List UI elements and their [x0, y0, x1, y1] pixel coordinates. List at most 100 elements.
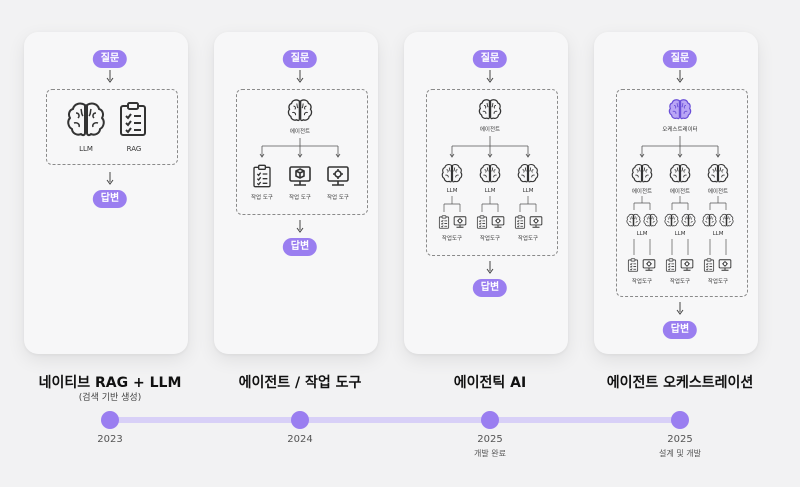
brain-icon: [707, 163, 729, 183]
answer-pill: 답변: [472, 279, 508, 297]
question-pill: 질문: [662, 50, 698, 68]
tool-label: 작업도구: [631, 279, 653, 285]
orchestrator-brain-icon: [668, 99, 692, 120]
clipboard-icon: [703, 258, 715, 272]
down-arrow: [106, 70, 114, 83]
era-card-3: [404, 32, 568, 354]
tool-label: 작업도구: [669, 279, 691, 285]
timeline-year: 2023: [97, 434, 123, 445]
gear-icon: [529, 216, 543, 228]
brain-icon: [719, 213, 734, 227]
box-icon: [289, 166, 311, 186]
question-pill: 질문: [92, 50, 128, 68]
timeline-dot: [671, 411, 689, 429]
clipboard-icon: [514, 215, 526, 229]
brain-icon: [478, 99, 502, 120]
gear-icon: [453, 216, 467, 228]
gear-icon: [491, 216, 505, 228]
answer-pill: 답변: [92, 190, 128, 208]
llm-label: LLM: [636, 231, 648, 237]
brain-icon: [517, 163, 539, 183]
gear-icon: [642, 259, 656, 271]
answer-pill: 답변: [662, 321, 698, 339]
gear-icon: [680, 259, 694, 271]
clipboard-icon: [627, 258, 639, 272]
brain-icon: [67, 102, 105, 137]
question-pill: 질문: [282, 50, 318, 68]
brain-icon: [643, 213, 658, 227]
era-title: 에이전트 / 작업 도구: [238, 375, 362, 391]
down-arrow: [676, 70, 684, 83]
timeline-track: [110, 417, 680, 423]
timeline-dot: [481, 411, 499, 429]
timeline-year: 2024: [287, 434, 313, 445]
llm-label: LLM: [712, 231, 724, 237]
era-subtitle: (검색 기반 생성): [78, 393, 142, 403]
timeline: [101, 411, 689, 429]
sub-connectors: [443, 196, 537, 212]
branch-connector: [259, 138, 341, 158]
tool-label: 작업도구: [707, 279, 729, 285]
brain-icon: [702, 213, 717, 227]
clipboard-icon: [253, 164, 271, 188]
timeline-year: 2025: [667, 434, 693, 445]
answer-pill: 답변: [282, 238, 318, 256]
down-arrow: [296, 70, 304, 83]
era-title: 에이전트 오케스트레이션: [606, 375, 754, 391]
agentic-box: [426, 89, 558, 256]
branch-connector: [639, 136, 721, 158]
gear-icon: [327, 166, 349, 186]
orchestration-box: [616, 89, 748, 297]
agent-label: 에이전트: [707, 189, 729, 195]
orchestrator-label: 오케스트레이터: [662, 127, 698, 133]
timeline-note: 개발 완료: [474, 449, 506, 458]
brain-icon: [681, 213, 696, 227]
brain-icon: [631, 163, 653, 183]
llm-label: LLM: [674, 231, 686, 237]
gear-icon: [718, 259, 732, 271]
clipboard-icon: [476, 215, 488, 229]
brain-icon: [669, 163, 691, 183]
timeline-dot: [101, 411, 119, 429]
agent-label: 에이전트: [479, 127, 501, 133]
timeline-note: 설계 및 개발: [659, 449, 701, 458]
clipboard-icon: [438, 215, 450, 229]
timeline-year: 2025: [477, 434, 503, 445]
tool-label: 작업 도구: [251, 195, 273, 201]
timeline-dot: [291, 411, 309, 429]
agent-label: 에이전트: [669, 189, 691, 195]
branch-connector: [449, 136, 531, 158]
tool-label: 작업 도구: [289, 195, 311, 201]
era-title: 에이전틱 AI: [453, 375, 527, 391]
llm-label: LLM: [79, 145, 93, 153]
era-card-4: [594, 32, 758, 354]
brain-icon: [664, 213, 679, 227]
down-arrow: [676, 302, 684, 315]
llm-label: LLM: [446, 188, 458, 194]
agent-box: [236, 89, 368, 215]
brain-icon: [479, 163, 501, 183]
sub-connectors: [633, 239, 727, 255]
tool-label: 작업도구: [479, 236, 501, 242]
clipboard-icon: [120, 102, 146, 136]
rag-label: RAG: [126, 145, 142, 153]
agent-label: 에이전트: [631, 189, 653, 195]
down-arrow: [486, 70, 494, 83]
down-arrow: [296, 220, 304, 233]
llm-label: LLM: [522, 188, 534, 194]
era-title: 네이티브 RAG + LLM: [38, 375, 182, 391]
brain-icon: [626, 213, 641, 227]
brain-icon: [287, 99, 313, 122]
llm-label: LLM: [484, 188, 496, 194]
tool-label: 작업도구: [517, 236, 539, 242]
sub-connectors: [633, 196, 727, 210]
tool-label: 작업도구: [441, 236, 463, 242]
down-arrow: [486, 261, 494, 274]
down-arrow: [106, 172, 114, 185]
brain-icon: [441, 163, 463, 183]
tool-label: 작업 도구: [327, 195, 349, 201]
clipboard-icon: [665, 258, 677, 272]
question-pill: 질문: [472, 50, 508, 68]
era-card-2: [214, 32, 378, 354]
